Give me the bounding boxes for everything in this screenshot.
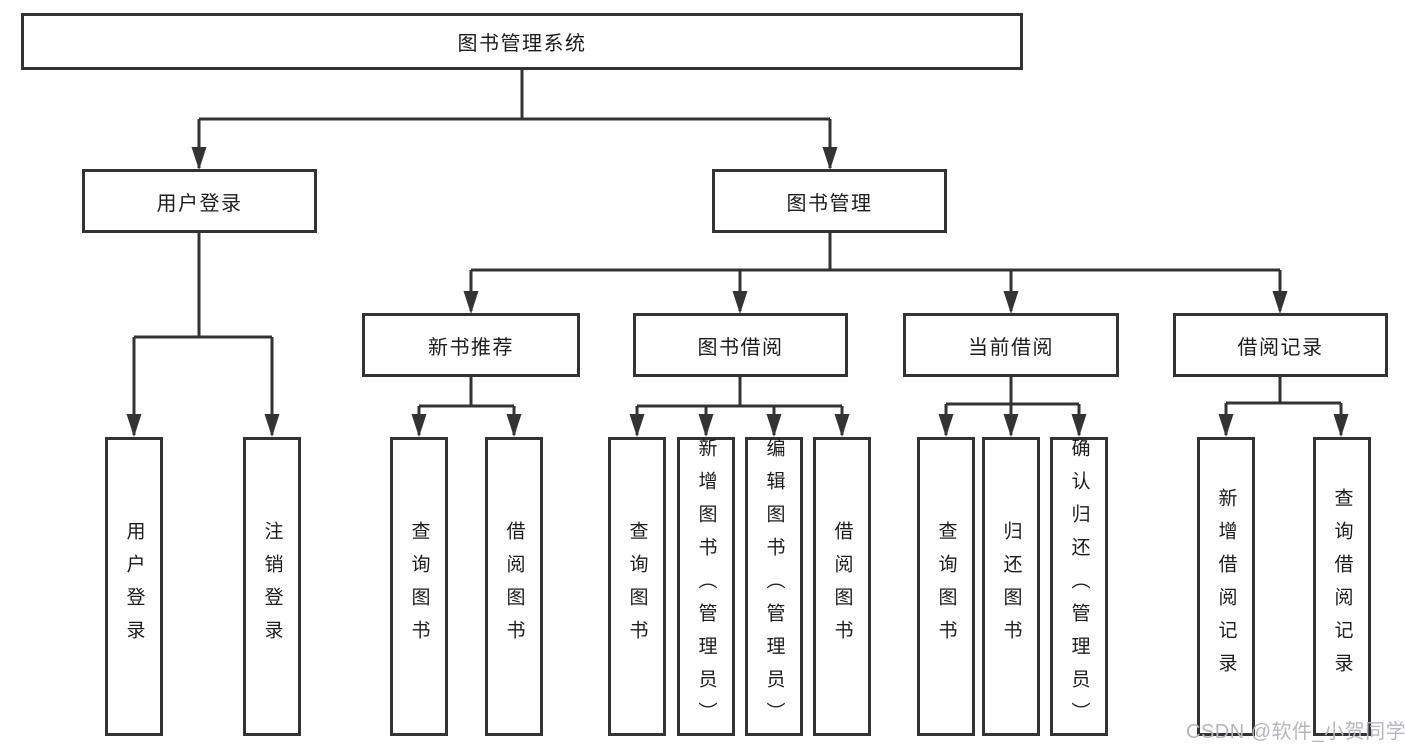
leaf-confirm-return-admin-label: 确认归还（管理员） xyxy=(1068,438,1090,735)
leaf-query-books-2-label: 查询图书 xyxy=(626,520,648,653)
leaf-add-borrow-record-label: 新增借阅记录 xyxy=(1215,487,1237,686)
node-current-borrow: 当前借阅 xyxy=(903,313,1119,377)
node-borrow-records-label: 借阅记录 xyxy=(1237,336,1324,359)
leaf-return-books: 归还图书 xyxy=(982,437,1040,736)
node-current-borrow-label: 当前借阅 xyxy=(968,336,1054,359)
leaf-return-books-label: 归还图书 xyxy=(1000,520,1022,653)
leaf-query-books-2: 查询图书 xyxy=(608,437,666,736)
leaf-add-books-admin: 新增图书（管理员） xyxy=(677,437,735,736)
leaf-borrow-books-1-label: 借阅图书 xyxy=(503,520,525,653)
node-book-borrow-label: 图书借阅 xyxy=(697,336,784,359)
leaf-add-borrow-record: 新增借阅记录 xyxy=(1197,437,1255,736)
node-book-borrow: 图书借阅 xyxy=(633,313,848,377)
connector-user-login xyxy=(132,233,274,435)
leaf-query-books-1-label: 查询图书 xyxy=(408,520,430,653)
node-new-book-recommend-label: 新书推荐 xyxy=(428,336,514,359)
connector-book-management xyxy=(469,233,1282,311)
leaf-query-books-3-label: 查询图书 xyxy=(935,520,957,653)
leaf-confirm-return-admin: 确认归还（管理员） xyxy=(1050,437,1108,736)
node-borrow-records: 借阅记录 xyxy=(1173,313,1388,377)
connector-borrow-records xyxy=(1224,377,1343,435)
node-new-book-recommend: 新书推荐 xyxy=(362,313,580,377)
csdn-watermark: CSDN @软件_小贺同学 xyxy=(1186,721,1405,743)
node-book-management: 图书管理 xyxy=(712,169,947,233)
node-root-label: 图书管理系统 xyxy=(457,33,587,55)
leaf-edit-books-admin: 编辑图书（管理员） xyxy=(745,437,803,736)
leaf-add-books-admin-label: 新增图书（管理员） xyxy=(695,438,717,735)
leaf-query-borrow-record-label: 查询借阅记录 xyxy=(1331,487,1353,686)
leaf-query-borrow-record: 查询借阅记录 xyxy=(1313,437,1371,736)
leaf-edit-books-admin-label: 编辑图书（管理员） xyxy=(763,438,785,735)
leaf-query-books-1: 查询图书 xyxy=(390,437,448,736)
connector-new-book xyxy=(417,377,516,435)
leaf-query-books-3: 查询图书 xyxy=(917,437,975,736)
node-user-login: 用户登录 xyxy=(82,169,317,233)
leaf-logout-label: 注销登录 xyxy=(261,520,283,653)
node-user-login-label: 用户登录 xyxy=(156,192,243,215)
leaf-borrow-books-2-label: 借阅图书 xyxy=(831,520,853,653)
leaf-user-login: 用户登录 xyxy=(105,437,163,736)
leaf-borrow-books-1: 借阅图书 xyxy=(485,437,543,736)
leaf-user-login-label: 用户登录 xyxy=(123,520,145,653)
leaf-borrow-books-2: 借阅图书 xyxy=(813,437,871,736)
node-root: 图书管理系统 xyxy=(21,13,1023,70)
leaf-logout: 注销登录 xyxy=(243,437,301,736)
connector-root xyxy=(197,70,832,168)
node-book-management-label: 图书管理 xyxy=(786,192,873,215)
connector-book-borrow xyxy=(635,377,844,435)
